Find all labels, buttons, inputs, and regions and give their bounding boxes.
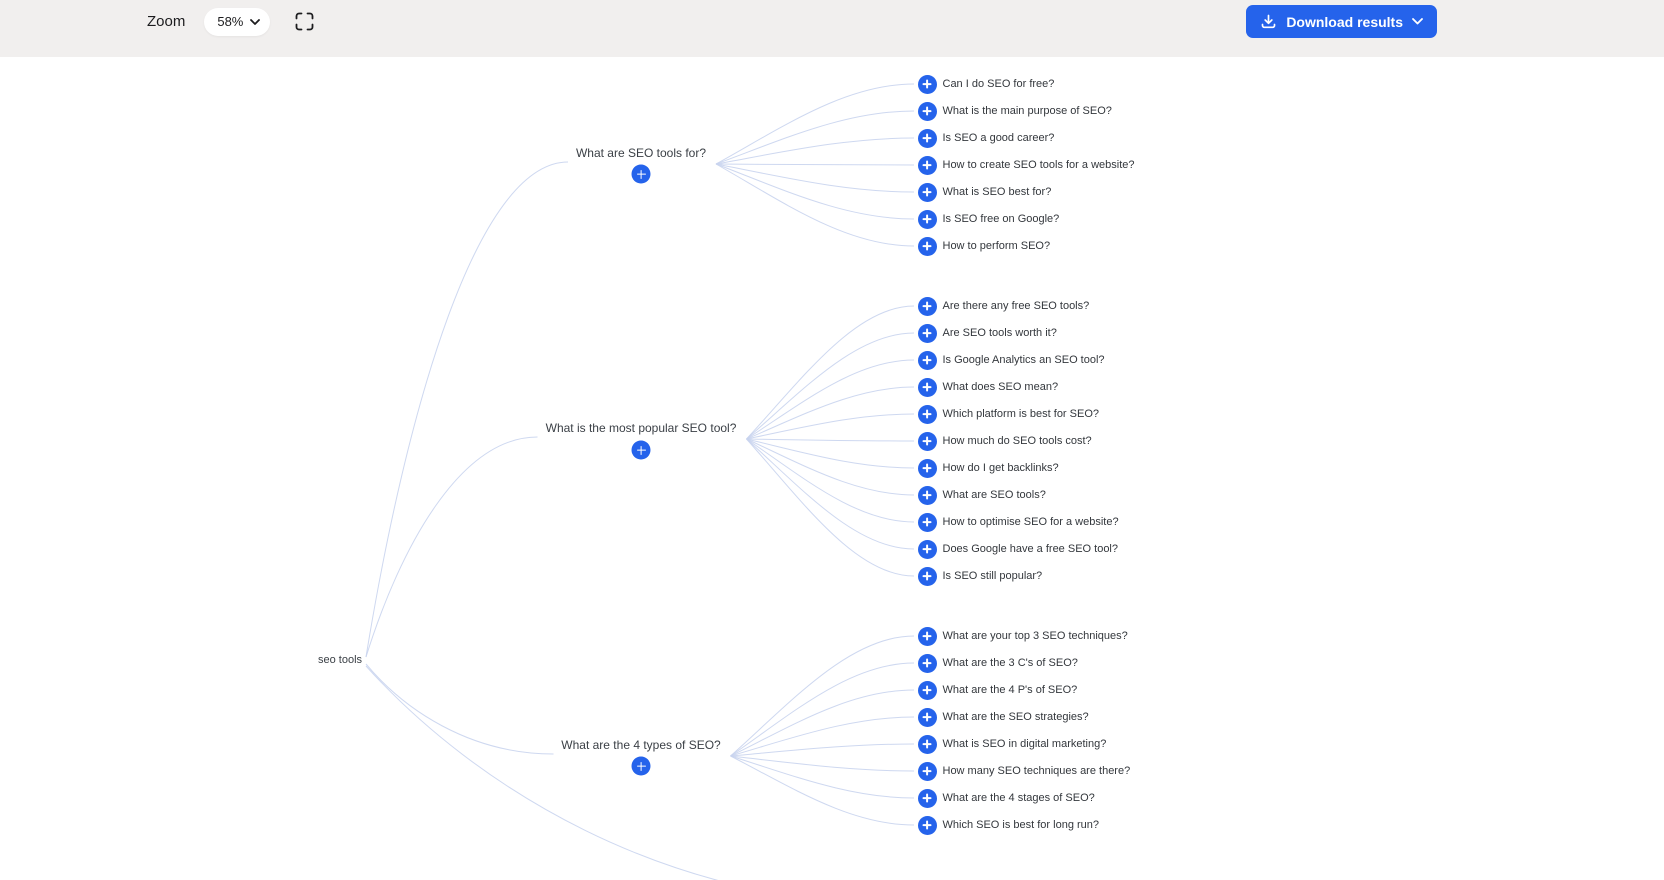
child-node: What is SEO best for? [917,182,1052,202]
child-node: Is SEO free on Google? [917,209,1060,229]
child-question-label: How much do SEO tools cost? [942,435,1092,447]
child-node: Does Google have a free SEO tool? [917,539,1119,559]
child-question-label: What are the SEO strategies? [942,711,1089,723]
expand-button[interactable] [917,626,937,646]
child-question-label: How to optimise SEO for a website? [942,516,1119,528]
child-question-label: How to perform SEO? [942,240,1051,252]
download-label: Download results [1286,13,1403,30]
child-question-label: How do I get backlinks? [942,462,1059,474]
child-node: How much do SEO tools cost? [917,431,1092,451]
child-question-label: Are there any free SEO tools? [942,300,1090,312]
child-question-label: Is Google Analytics an SEO tool? [942,354,1105,366]
child-question-label: Which platform is best for SEO? [942,408,1100,420]
toolbar: Zoom 58% Download results [0,0,1664,57]
child-question-label: What is SEO best for? [942,186,1052,198]
expand-button[interactable] [917,485,937,505]
zoom-value: 58% [217,14,244,29]
child-node: How many SEO techniques are there? [917,761,1131,781]
child-node: What are the 3 C's of SEO? [917,653,1078,673]
child-question-label: Does Google have a free SEO tool? [942,543,1119,555]
child-node: What does SEO mean? [917,377,1059,397]
child-node: Which SEO is best for long run? [917,815,1100,835]
expand-button[interactable] [917,815,937,835]
download-results-button[interactable]: Download results [1246,5,1437,38]
child-question-label: What is the main purpose of SEO? [942,105,1112,117]
child-node: How to optimise SEO for a website? [917,512,1119,532]
expand-button[interactable] [917,155,937,175]
child-question-label: Which SEO is best for long run? [942,819,1100,831]
child-question-label: What does SEO mean? [942,381,1059,393]
child-node: How to create SEO tools for a website? [917,155,1135,175]
expand-button[interactable] [917,209,937,229]
expand-button[interactable] [917,182,937,202]
expand-button[interactable] [917,707,937,727]
child-question-label: What are your top 3 SEO techniques? [942,630,1128,642]
branch-node: What are the 4 types of SEO? [561,738,721,752]
child-question-label: What are SEO tools? [942,489,1046,501]
expand-button[interactable] [917,74,937,94]
child-question-label: How to create SEO tools for a website? [942,159,1135,171]
child-question-label: Is SEO free on Google? [942,213,1060,225]
child-node: What are SEO tools? [917,485,1046,505]
child-question-label: What are the 4 P's of SEO? [942,684,1078,696]
branch-node: What is the most popular SEO tool? [545,421,737,435]
expand-button[interactable] [917,350,937,370]
child-question-label: What are the 4 stages of SEO? [942,792,1095,804]
expand-button[interactable] [631,440,651,460]
expand-button[interactable] [917,296,937,316]
root-node: seo tools [317,654,363,666]
child-node: What are the 4 P's of SEO? [917,680,1078,700]
child-node: Is SEO still popular? [917,566,1043,586]
child-node: How do I get backlinks? [917,458,1059,478]
child-question-label: Are SEO tools worth it? [942,327,1057,339]
child-node: What is the main purpose of SEO? [917,101,1112,121]
child-question-label: What are the 3 C's of SEO? [942,657,1078,669]
expand-button[interactable] [631,164,651,184]
expand-button[interactable] [631,756,651,776]
child-node: Are SEO tools worth it? [917,323,1057,343]
zoom-select[interactable]: 58% [204,7,271,36]
child-node: What are the 4 stages of SEO? [917,788,1095,808]
expand-button[interactable] [917,788,937,808]
expand-button[interactable] [917,566,937,586]
child-node: Can I do SEO for free? [917,74,1055,94]
child-question-label: What is SEO in digital marketing? [942,738,1107,750]
fullscreen-button[interactable] [292,10,316,34]
child-node: How to perform SEO? [917,236,1051,256]
child-node: What are your top 3 SEO techniques? [917,626,1128,646]
expand-button[interactable] [917,653,937,673]
expand-button[interactable] [917,128,937,148]
child-question-label: Can I do SEO for free? [942,78,1055,90]
expand-button[interactable] [917,539,937,559]
child-node: Is SEO a good career? [917,128,1055,148]
chevron-down-icon [250,18,261,25]
chevron-down-icon [1412,18,1423,25]
child-node: What are the SEO strategies? [917,707,1089,727]
expand-button[interactable] [917,431,937,451]
expand-button[interactable] [917,734,937,754]
child-node: Are there any free SEO tools? [917,296,1090,316]
expand-button[interactable] [917,761,937,781]
expand-button[interactable] [917,404,937,424]
expand-button[interactable] [917,377,937,397]
zoom-label: Zoom [147,13,186,30]
download-icon [1261,14,1276,29]
expand-button[interactable] [917,458,937,478]
child-node: Is Google Analytics an SEO tool? [917,350,1105,370]
fullscreen-icon [295,12,314,31]
child-question-label: How many SEO techniques are there? [942,765,1131,777]
expand-button[interactable] [917,323,937,343]
child-node: Which platform is best for SEO? [917,404,1100,424]
branch-node: What are SEO tools for? [575,146,707,160]
expand-button[interactable] [917,512,937,532]
child-node: What is SEO in digital marketing? [917,734,1107,754]
expand-button[interactable] [917,680,937,700]
expand-button[interactable] [917,101,937,121]
expand-button[interactable] [917,236,937,256]
child-question-label: Is SEO still popular? [942,570,1043,582]
child-question-label: Is SEO a good career? [942,132,1055,144]
